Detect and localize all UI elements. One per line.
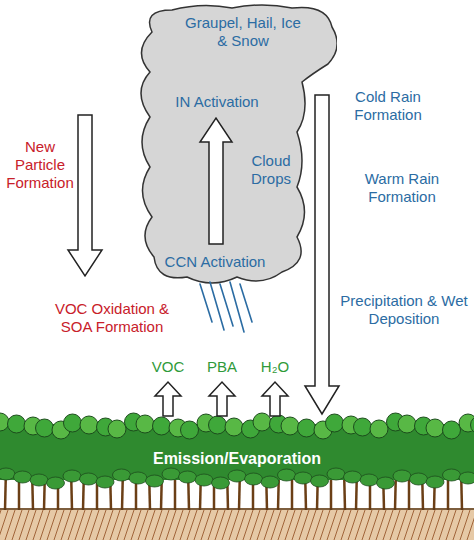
emission-species: H₂O [255,358,295,376]
understory-crown [344,471,362,483]
tree-crown [209,416,227,434]
ground-line [0,508,474,510]
tree-crown [36,419,54,437]
tree-crown [443,421,461,439]
process-label: New Particle Formation [2,138,78,192]
understory-crown [410,473,428,485]
tree-crown [281,417,299,435]
process-label: Cold Rain Formation [342,88,434,124]
tree-crown [426,419,444,437]
process-label: VOC Oxidation & SOA Formation [46,300,178,336]
tree-crown [153,417,171,435]
rain-streak [200,284,212,322]
tree-crown [108,420,126,438]
emission-arrow [262,382,288,416]
understory-crown [228,470,246,482]
emission-label: Emission/Evaporation [0,450,474,468]
understory-crown [0,468,15,480]
forest-band: Emission/Evaporation [0,408,474,540]
process-label: Cloud Drops [242,152,300,188]
tree-crown [136,415,154,433]
understory-crown [459,472,474,484]
understory-crown [377,477,395,489]
tree-crown [64,414,82,432]
process-label: CCN Activation [155,253,275,271]
understory-crown [30,474,48,486]
tree-crown [225,418,243,436]
understory-crown [14,471,32,483]
cloud-shape: Graupel, Hail, Ice & Snow IN ActivationCl… [132,2,337,287]
cloud-outline [141,5,337,283]
rain-streak [230,282,244,332]
tree-trunks [5,468,462,510]
understory-crown [327,468,345,480]
rain-streak [240,284,252,322]
rain-streak [220,284,233,326]
tree-crown [471,416,474,434]
tree-crown [253,413,271,431]
understory-crown [47,477,65,489]
understory-crown [212,477,230,489]
understory-crown [245,473,263,485]
soil-band [0,508,474,540]
tree-crowns [0,413,474,489]
emission-species: PBA [202,358,242,376]
soil-hatch [467,510,474,540]
process-label: Precipitation & Wet Deposition [340,292,468,328]
process-label: IN Activation [162,93,272,111]
precipitation-arrow [305,95,339,414]
process-label: Warm Rain Formation [350,170,454,206]
rain-streaks [200,282,252,332]
understory-crown [63,470,81,482]
tree-crown [181,421,199,439]
tree-crown [398,415,416,433]
understory-crown [179,471,197,483]
emission-arrow [155,382,181,416]
tree-crown [8,415,26,433]
understory-crown [96,476,114,488]
understory-crown [294,472,312,484]
understory-crown [426,476,444,488]
hydrometeor-label: Graupel, Hail, Ice & Snow [183,14,303,50]
understory-crown [393,470,411,482]
tree-crown [370,420,388,438]
descent-arrow [68,115,102,276]
soil-layer [0,508,474,540]
tree-crown [326,414,344,432]
rain-streak [210,282,224,330]
emission-species: VOC [148,358,188,376]
understory-crown [360,474,378,486]
emission-arrow [209,382,235,416]
understory-crown [80,473,98,485]
understory-crown [278,469,296,481]
understory-crown [129,472,147,484]
tree-crown [298,419,316,437]
understory-crown [443,469,461,481]
tree-crown [80,416,98,434]
tree-crown [354,418,372,436]
understory-crown [162,468,180,480]
forest-band-outline [0,408,474,540]
soil-hatch [0,510,1,540]
understory-crown [195,474,213,486]
understory-crown [311,475,329,487]
understory-crown [113,469,131,481]
understory-crown [146,475,164,487]
understory-crown [261,476,279,488]
